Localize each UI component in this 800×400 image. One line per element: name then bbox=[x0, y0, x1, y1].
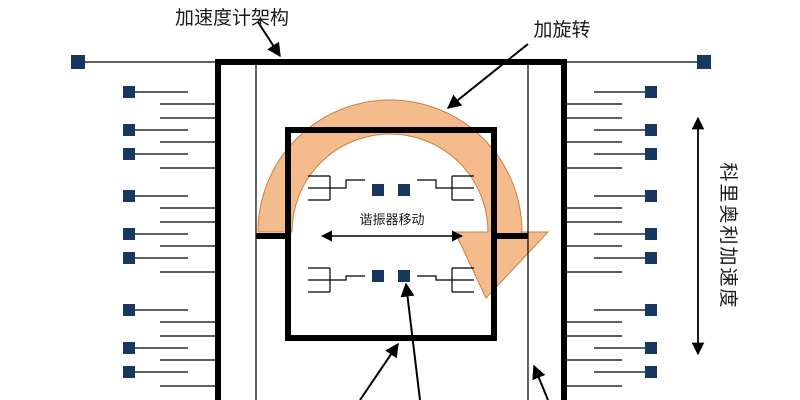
inner-pad-top-left bbox=[372, 184, 384, 196]
electrode-pad bbox=[123, 342, 135, 354]
callout-frame-arrow bbox=[257, 21, 281, 58]
electrode-pad bbox=[645, 124, 657, 136]
rotation-arc bbox=[257, 99, 550, 299]
flexure-bottom-left bbox=[308, 267, 365, 293]
electrode-pad bbox=[645, 304, 657, 316]
electrode-pad bbox=[645, 228, 657, 240]
electrode-pad bbox=[645, 252, 657, 264]
callout-rail-arrow bbox=[532, 364, 549, 400]
electrode-pad bbox=[645, 342, 657, 354]
resonator-motion-label: 谐振器移动 bbox=[359, 213, 424, 228]
electrode-pad bbox=[123, 304, 135, 316]
electrode-pad bbox=[123, 228, 135, 240]
electrode-pad bbox=[645, 366, 657, 378]
electrode-pad bbox=[123, 252, 135, 264]
electrode-pad bbox=[123, 86, 135, 98]
inner-pad-top-right bbox=[398, 184, 410, 196]
callout-rotation-arrow bbox=[446, 43, 529, 109]
coriolis-label-group: 科里奥利加速度 bbox=[717, 162, 739, 309]
coriolis-acceleration-label: 科里奥利加速度 bbox=[717, 162, 739, 309]
flexure-top-right bbox=[417, 175, 474, 201]
electrode-pad bbox=[123, 190, 135, 202]
anchor-pad-right bbox=[697, 55, 711, 69]
electrode-pad bbox=[123, 148, 135, 160]
callout-resonator-arrow bbox=[359, 342, 399, 400]
flexure-bottom-right bbox=[417, 267, 474, 293]
electrode-pad bbox=[645, 190, 657, 202]
inner-pad-bottom-right bbox=[398, 270, 410, 282]
electrode-pad bbox=[645, 148, 657, 160]
right-comb-electrodes bbox=[564, 86, 657, 387]
accelerometer-frame-label: 加速度计架构 bbox=[175, 7, 289, 29]
electrode-pad bbox=[123, 124, 135, 136]
rotation-label: 加旋转 bbox=[533, 19, 590, 41]
anchor-pad-left bbox=[71, 55, 85, 69]
flexure-top-left bbox=[308, 175, 365, 201]
left-comb-electrodes bbox=[123, 86, 218, 387]
electrode-pad bbox=[645, 86, 657, 98]
callout-pad-arrow bbox=[400, 282, 421, 400]
electrode-pad bbox=[123, 366, 135, 378]
inner-pad-bottom-left bbox=[372, 270, 384, 282]
